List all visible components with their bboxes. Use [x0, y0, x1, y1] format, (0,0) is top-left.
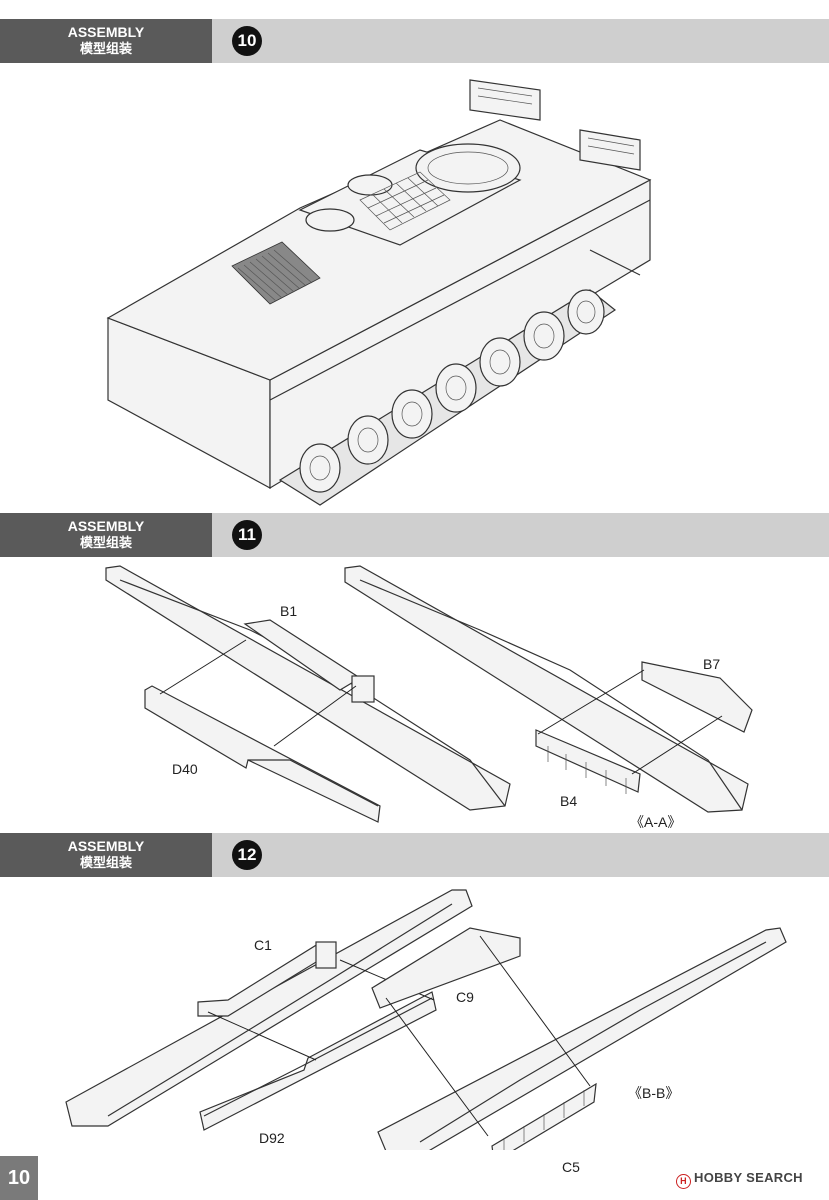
step-10-banner: ASSEMBLY 模型组装 10 [0, 19, 829, 63]
vehicle-illustration [106, 79, 652, 506]
part-label-b4: B4 [560, 793, 578, 809]
banner-bar [212, 833, 829, 877]
assembly-label-zh: 模型组装 [79, 855, 132, 870]
step-number: 11 [232, 520, 262, 550]
hobby-search-logo-icon: H [676, 1174, 691, 1189]
assembly-label: ASSEMBLY 模型组装 [0, 19, 212, 63]
hobby-search-text: HOBBY SEARCH [694, 1170, 803, 1185]
part-label-b7: B7 [703, 656, 721, 672]
banner-bar [212, 19, 829, 63]
banner-bar [212, 513, 829, 557]
step-12-illustration [65, 889, 787, 1150]
assembly-label-en: ASSEMBLY [67, 838, 145, 854]
assembly-label-en: ASSEMBLY [67, 24, 145, 40]
part-label-c5: C5 [562, 1159, 580, 1175]
part-label-c1: C1 [254, 937, 272, 953]
assembly-label: ASSEMBLY 模型组装 [0, 513, 212, 557]
step-11-banner: ASSEMBLY 模型组装 11 [0, 513, 829, 557]
view-label-b-b: 《B-B》 [628, 1085, 680, 1101]
part-label-d92: D92 [259, 1130, 285, 1146]
assembly-label-zh: 模型组装 [79, 41, 132, 56]
assembly-label-en: ASSEMBLY [67, 518, 145, 534]
step-12-banner: ASSEMBLY 模型组装 12 [0, 833, 829, 877]
assembly-label-zh: 模型组装 [79, 535, 132, 550]
step-number: 10 [232, 26, 262, 56]
part-label-b1: B1 [280, 603, 298, 619]
page-number: 10 [0, 1156, 38, 1200]
part-label-c9: C9 [456, 989, 474, 1005]
step-number: 12 [232, 840, 262, 870]
assembly-label: ASSEMBLY 模型组装 [0, 833, 212, 877]
view-label-a-a: 《A-A》 [630, 814, 682, 830]
step-11-illustration [105, 565, 753, 823]
part-label-d40: D40 [172, 761, 198, 777]
